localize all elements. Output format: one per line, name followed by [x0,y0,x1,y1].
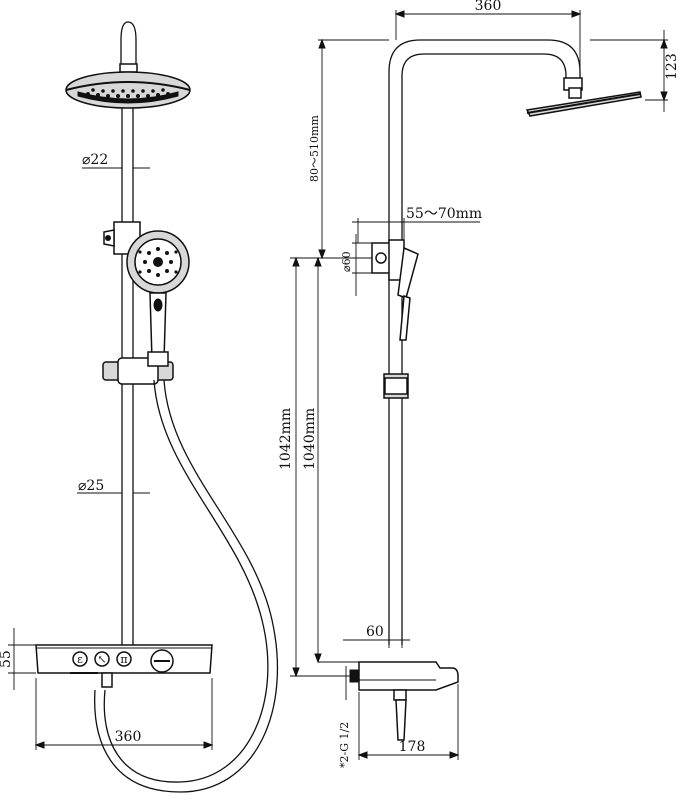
dim-holder-dia-label: ⌀60 [340,251,353,272]
dim-side-reach: 360 [394,0,582,75]
dim-head-drop-label: 123 [664,53,680,80]
dim-pipe-upper: ⌀22 [82,152,150,169]
dim-inlet: *2-G 1/2 [338,666,351,768]
dim-rail-range-label: 80～510mm [308,115,321,182]
dim-height-1-label: 1042mm [278,408,294,470]
front-hose [94,379,279,793]
side-view: 360 123 80～510mm 55～70mm [278,0,680,768]
dim-holder-offset: 55～70mm [352,206,482,243]
dim-body-height-label: 55 [0,650,14,668]
dim-rail-range: 80～510mm [308,38,389,260]
svg-text:π: π [120,653,127,666]
dim-front-width: 360 [34,678,214,750]
dim-pipe-upper-label: ⌀22 [82,152,108,168]
rain-head-nozzles [86,88,170,98]
side-slider [383,373,409,399]
dim-side-reach-label: 360 [475,0,502,14]
dim-heights: 1042mm 1040mm [278,256,359,678]
side-rain-head [525,87,642,117]
front-view: ε ↖ π ⌀22 ⌀25 55 [0,21,279,793]
dim-body-offset: 60 [343,624,410,648]
svg-text:↖: ↖ [97,653,106,666]
dim-holder-dia: ⌀60 [340,234,372,296]
svg-text:ε: ε [77,653,83,666]
dim-inlet-label: *2-G 1/2 [338,722,351,768]
dim-pipe-lower: ⌀25 [77,478,150,494]
side-mixer-body [349,661,459,741]
front-slide-bracket [102,351,174,385]
dim-body-offset-label: 60 [366,624,384,640]
front-rain-head [65,71,191,109]
front-head-arm [119,21,138,73]
dim-front-width-label: 360 [115,729,142,745]
dim-depth: 178 [357,684,460,760]
dim-height-2-label: 1040mm [302,408,318,470]
dim-head-drop: 123 [590,30,680,112]
dim-depth-label: 178 [399,739,426,755]
dim-holder-offset-label: 55～70mm [406,206,482,222]
side-holder [371,239,419,341]
front-diverter [103,221,141,255]
dim-body-height: 55 [0,628,36,690]
front-mixer-body: ε ↖ π [35,644,213,688]
side-riser-gooseneck [388,39,583,645]
dim-pipe-lower-label: ⌀25 [78,478,104,494]
front-hand-shower [126,230,190,361]
